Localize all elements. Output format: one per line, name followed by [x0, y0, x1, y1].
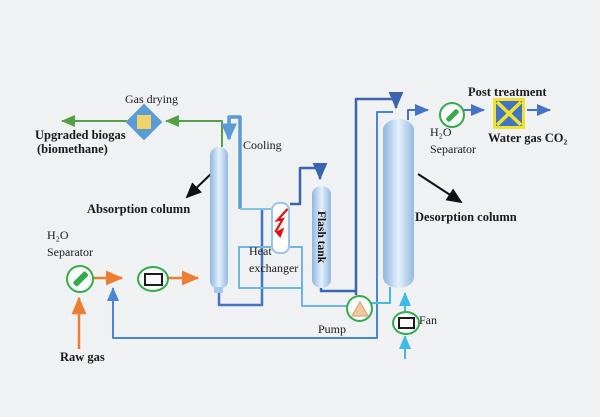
- absorption-column: [210, 147, 228, 289]
- h2o-separator-left: [66, 265, 94, 293]
- pipe-absorber-to-drying: [165, 115, 223, 147]
- fan-label: Fan: [419, 313, 437, 327]
- raw-gas-label: Raw gas: [60, 350, 105, 364]
- pipe-desorber-overhead: [407, 104, 429, 120]
- pipe-hx-bottom-right: [290, 246, 348, 307]
- flash-tank-label: Flash tank: [315, 210, 328, 264]
- separator-left-label: Separator: [47, 245, 93, 259]
- pipe-absorber-bottoms: [217, 210, 264, 307]
- flash-tank: Flash tank: [312, 186, 331, 288]
- separator-stripe-icon: [444, 107, 460, 123]
- pipe-flash-bottoms: [319, 288, 358, 295]
- pipe-recycle-line: [107, 111, 393, 339]
- h2o-left-label: H₂O: [47, 228, 69, 242]
- gas-drying-core: [137, 115, 151, 129]
- h2o-right-label: H₂O: [430, 125, 452, 139]
- pump-symbol: [346, 295, 373, 322]
- post-treatment-unit: [493, 98, 525, 129]
- pipe-cooling-loop: [220, 115, 242, 209]
- fan-rect-icon: [143, 272, 163, 286]
- absorption-column-nozzle: [214, 287, 223, 293]
- absorption-column-label: Absorption column: [87, 202, 191, 216]
- fan-right: [392, 311, 420, 335]
- x-cross-icon: [495, 100, 523, 127]
- pump-triangle-icon: [350, 300, 369, 317]
- pipe-hx-bottom-left: [238, 246, 302, 289]
- pump-label: Pump: [318, 322, 347, 336]
- lightning-icon: [274, 208, 289, 239]
- heat-exchanger-label-line2: exchanger: [249, 261, 299, 275]
- heat-exchanger-label-line1: Heat: [249, 244, 272, 258]
- cooling-label: Cooling: [243, 138, 282, 152]
- desorption-column: [383, 119, 414, 288]
- pipe-desorber-top-feed: [354, 91, 404, 291]
- post-treatment-label: Post treatment: [468, 85, 547, 99]
- pipe-pump-discharge: [369, 287, 391, 304]
- upgraded-biogas-label-line2: (biomethane): [37, 142, 108, 156]
- water-gas-co2-label: Water gas CO₂: [488, 131, 568, 145]
- arrow-absorption-label: [185, 170, 215, 199]
- separator-stripe-icon: [72, 271, 88, 287]
- gas-drying-label: Gas drying: [125, 92, 178, 106]
- heat-exchanger: [271, 202, 290, 254]
- h2o-separator-right: [439, 102, 465, 128]
- fan-left: [137, 266, 169, 292]
- pipe-hx-to-flash: [290, 162, 328, 206]
- upgraded-biogas-label-line1: Upgraded biogas: [35, 128, 126, 142]
- arrow-desorption-label: [417, 173, 463, 204]
- separator-right-label: Separator: [430, 142, 476, 156]
- fan-rect-icon: [397, 317, 415, 329]
- desorption-column-label: Desorption column: [415, 210, 517, 224]
